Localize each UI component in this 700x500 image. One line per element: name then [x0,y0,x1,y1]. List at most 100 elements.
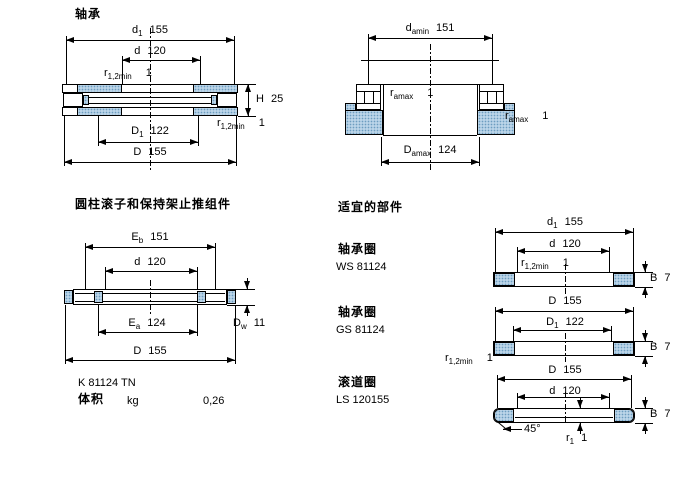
block-line [496,91,497,103]
block-line [479,103,504,104]
ext-line [495,228,496,272]
val: 155 [148,345,167,357]
ext-line [215,243,216,289]
dim-line-D [64,159,236,165]
tick-line [635,272,653,273]
hatch-washer [494,273,515,286]
centerline [430,44,431,170]
section-title-bearing: 轴承 [75,7,102,21]
ext-line [609,247,610,272]
dim-arrow-ls-B [642,423,648,434]
hatch-roller-end [227,290,236,304]
val: 1 [542,110,549,122]
part-code-gs: GS 81124 [336,324,385,336]
dim-line-assembly-D [65,357,235,363]
sub: amax [411,149,432,158]
dim-arrow-Dw [244,278,250,289]
dim-arrow-ws-B [642,261,648,272]
tick-line [635,341,653,342]
sym: r [390,87,394,99]
sym: D [131,125,140,137]
dim-line-gs-D1 [513,327,611,333]
dim-line-H [245,84,251,116]
dim-label-H: H 25 [256,93,283,109]
sym: d [549,385,556,397]
centerline [565,392,566,423]
dim-line-ls-D [497,376,631,382]
dim-line-gs-D [495,308,633,314]
sub: amax [393,92,414,101]
ext-line [235,305,236,364]
val: 155 [564,216,583,228]
val: 120 [562,385,581,397]
dim-label-ls-d: d 120 [549,385,580,401]
dim-arrow-r1 [577,423,583,434]
centerline [565,333,566,362]
ext-line [497,375,498,408]
block-line [373,91,374,103]
block-line [364,91,365,103]
sym: B [650,272,658,284]
bearing-roller [217,93,237,107]
hatch-washer [613,342,634,355]
sym: r [505,110,509,122]
block-line [479,91,504,92]
sub: 1,2min [220,122,245,131]
section-title-assembly: 圆柱滚子和保持架止推组件 [75,197,232,211]
sym: d [134,45,141,57]
centerline [565,264,566,294]
chamfer-arrow [503,426,522,432]
val: 1 [145,67,152,79]
ext-line [85,243,86,289]
dim-line-Damax [381,159,479,165]
sym: D [548,364,557,376]
ext-line [197,305,198,336]
ext-line [609,393,610,408]
dim-line-Eb [85,244,215,250]
val: 155 [149,24,168,36]
val: 120 [147,256,166,268]
sub: 1 [139,130,144,139]
part-label-gs: 轴承圈 [338,305,378,319]
sym: r [104,67,108,79]
hatch-roller [197,291,206,303]
hatch-housing [477,110,515,135]
ext-line [633,307,634,341]
dim-arrow-ls-B [642,397,648,408]
sub: b [138,236,144,245]
block-line [356,103,381,104]
bearing-roller [63,93,83,107]
shaft-side-line [383,84,384,135]
block-line [356,91,381,92]
tick-line [227,289,255,290]
block-line [487,91,488,103]
val: 151 [436,22,455,34]
dim-arrow-gs-B [642,356,648,367]
hatch-washer [77,107,122,116]
sym: E [131,231,139,243]
val: 122 [150,125,169,137]
part-label-ws: 轴承圈 [338,242,378,256]
ext-line [479,137,480,166]
sym: H [256,93,264,105]
ext-line [105,267,106,289]
shaft-side-line [477,84,478,135]
ext-line [381,137,382,166]
val: 25 [270,93,284,105]
